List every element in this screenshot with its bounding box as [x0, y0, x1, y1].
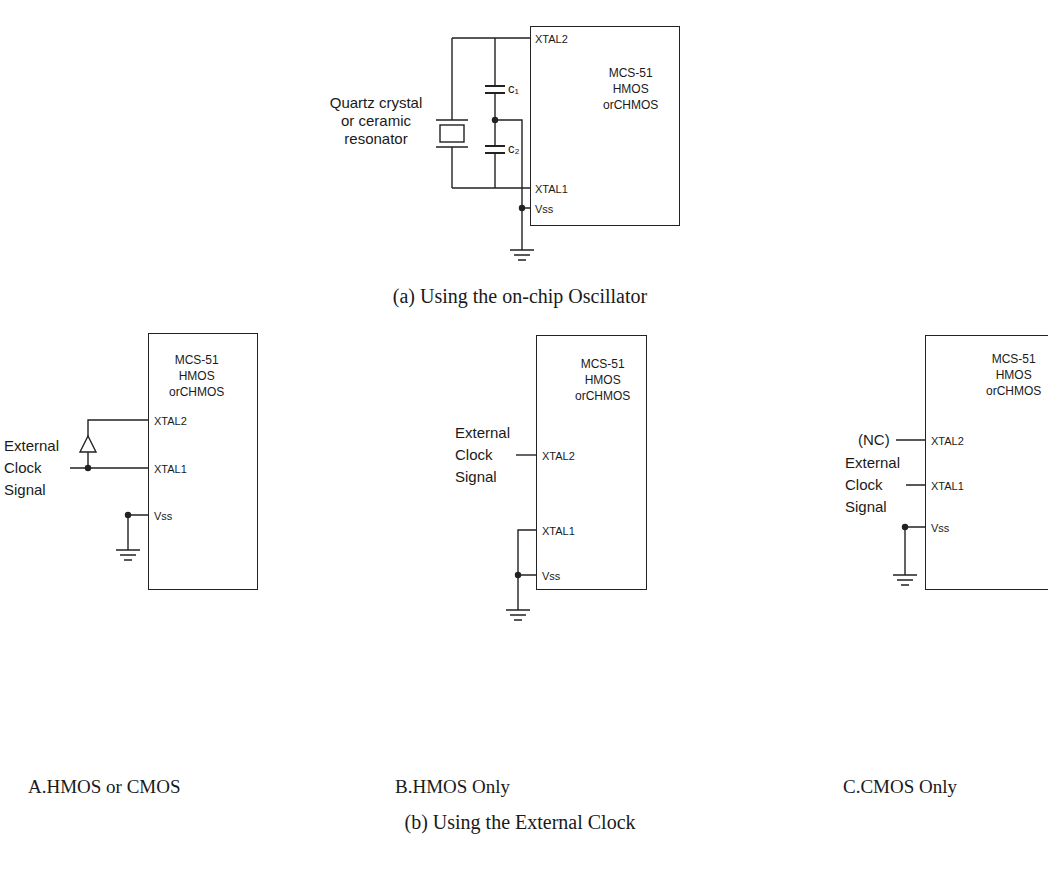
buffer-symbol — [80, 436, 96, 452]
pin-name: XTAL2 — [535, 32, 568, 46]
sub-caption: C.CMOS Only — [843, 775, 957, 799]
ground-symbol — [510, 250, 534, 260]
chip-name: MCS-51 HMOS orCHMOS — [575, 356, 630, 404]
pin-name: Vss — [535, 202, 553, 216]
wire — [518, 530, 536, 610]
chip-name: MCS-51 HMOS orCHMOS — [986, 351, 1041, 399]
pin-name: XTAL2 — [542, 449, 575, 463]
signal-label: External Clock Signal — [4, 435, 59, 501]
ground-symbol — [893, 575, 917, 585]
pin-name: XTAL1 — [535, 182, 568, 196]
junction-dot — [903, 525, 908, 530]
external-clock-a — [70, 420, 148, 560]
junction-dot — [520, 206, 525, 211]
signal-label: External Clock Signal — [455, 422, 510, 488]
pin-name: XTAL1 — [154, 462, 187, 476]
sub-caption: B.HMOS Only — [395, 775, 510, 799]
pin-name: XTAL2 — [154, 414, 187, 428]
chip-name: MCS-51 HMOS orCHMOS — [603, 65, 658, 113]
ground-symbol — [116, 550, 140, 560]
wire — [905, 527, 925, 575]
junction-dot — [86, 466, 91, 471]
chip-name: MCS-51 HMOS orCHMOS — [169, 352, 224, 400]
wire — [70, 420, 148, 468]
pin-name: XTAL1 — [931, 479, 964, 493]
crystal-circuit — [436, 38, 534, 260]
figure-caption: (a) Using the on-chip Oscillator — [393, 284, 647, 308]
figure-caption: (b) Using the External Clock — [404, 810, 635, 834]
microcontroller-chip: MCS-51 HMOS orCHMOS XTAL2XTAL1Vss — [148, 333, 258, 590]
capacitor-label: c₂ — [508, 141, 520, 157]
wire — [128, 515, 148, 550]
signal-label: External Clock Signal — [845, 452, 900, 518]
pin-name: Vss — [931, 521, 949, 535]
pin-name: XTAL1 — [542, 524, 575, 538]
external-clock-b — [506, 455, 536, 620]
pin-name: Vss — [154, 509, 172, 523]
crystal-symbol — [436, 120, 468, 147]
capacitor-symbol — [485, 86, 505, 153]
component-label: Quartz crystal or ceramic resonator — [322, 94, 430, 148]
wire — [516, 454, 536, 455]
sub-caption: A.HMOS or CMOS — [28, 775, 181, 799]
pin-note: (NC) — [858, 429, 890, 451]
pin-name: Vss — [542, 569, 560, 583]
microcontroller-chip: MCS-51 HMOS orCHMOS XTAL2XTAL1Vss — [530, 26, 680, 226]
capacitor-label: c₁ — [508, 81, 519, 97]
ground-symbol — [506, 610, 530, 620]
junction-dot — [493, 118, 498, 123]
wire — [495, 38, 530, 250]
junction-dot — [516, 573, 521, 578]
wire — [896, 440, 925, 485]
junction-dot — [126, 513, 131, 518]
microcontroller-chip: MCS-51 HMOS orCHMOS XTAL2XTAL1Vss — [925, 335, 1048, 590]
crystal-symbol — [440, 125, 464, 142]
microcontroller-chip: MCS-51 HMOS orCHMOS XTAL2XTAL1Vss — [536, 335, 647, 590]
pin-name: XTAL2 — [931, 434, 964, 448]
wire — [452, 38, 530, 188]
wire — [451, 38, 452, 188]
